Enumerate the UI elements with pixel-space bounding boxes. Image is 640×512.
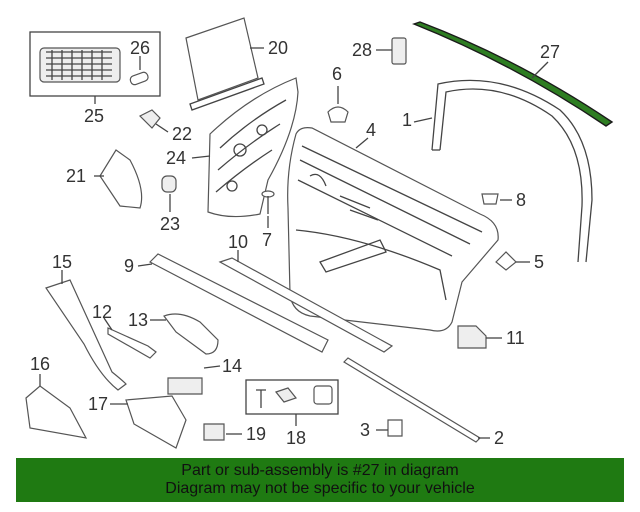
- callout-9: 9: [124, 256, 134, 276]
- callout-6: 6: [332, 64, 342, 84]
- callout-2: 2: [494, 428, 504, 448]
- info-banner: Part or sub-assembly is #27 in diagram D…: [16, 458, 624, 502]
- callout-3: 3: [360, 420, 370, 440]
- banner-line-1: Part or sub-assembly is #27 in diagram: [181, 462, 459, 479]
- callout-15: 15: [52, 252, 72, 272]
- callout-26: 26: [130, 38, 150, 58]
- part-19-switch[interactable]: [203, 423, 225, 441]
- part-27-seal-strip[interactable]: [411, 21, 614, 127]
- part-1-frame-seal[interactable]: [431, 79, 593, 263]
- callout-27: 27: [540, 42, 560, 62]
- part-16-cover[interactable]: [25, 385, 88, 439]
- part-8-clip[interactable]: [481, 193, 499, 205]
- callout-22: 22: [172, 124, 192, 144]
- part-10-trim-strip[interactable]: [218, 257, 394, 353]
- parts-diagram: 1 2 3 4 5 6 7 8 9 10 11 12 13 14 15 16 1…: [25, 17, 614, 449]
- callout-7: 7: [262, 230, 272, 250]
- callout-19: 19: [246, 424, 266, 444]
- part-4-door-panel[interactable]: [287, 127, 499, 332]
- callout-1: 1: [402, 110, 412, 130]
- part-20-sunshade[interactable]: [185, 17, 265, 111]
- callout-5: 5: [534, 252, 544, 272]
- part-7-screw[interactable]: [261, 190, 275, 214]
- part-15-pillar-trim[interactable]: [45, 279, 127, 391]
- callout-13: 13: [128, 310, 148, 330]
- callout-11: 11: [506, 328, 525, 348]
- part-21-speaker-cover[interactable]: [99, 149, 143, 209]
- part-5-clip[interactable]: [495, 251, 517, 271]
- callout-17: 17: [88, 394, 108, 414]
- part-3-clip[interactable]: [387, 419, 403, 437]
- part-14-switch[interactable]: [167, 377, 203, 395]
- part-18-fastener-kit[interactable]: [245, 379, 339, 415]
- callout-25: 25: [84, 106, 104, 126]
- part-12-strip[interactable]: [107, 327, 157, 359]
- callout-10: 10: [228, 232, 248, 252]
- callout-20: 20: [268, 38, 288, 58]
- part-23-cap[interactable]: [161, 175, 177, 193]
- callout-4: 4: [366, 120, 376, 140]
- part-13-handle-bezel[interactable]: [163, 313, 219, 355]
- callout-16: 16: [30, 354, 50, 374]
- part-17-switch-panel[interactable]: [125, 395, 187, 449]
- part-9-trim-strip[interactable]: [148, 253, 329, 353]
- banner-line-2: Diagram may not be specific to your vehi…: [165, 480, 475, 497]
- part-22-clip[interactable]: [138, 109, 161, 129]
- callout-23: 23: [160, 214, 180, 234]
- part-24-door-carrier[interactable]: [207, 77, 299, 218]
- callout-14: 14: [222, 356, 242, 376]
- part-28-clip[interactable]: [391, 37, 407, 65]
- callout-18: 18: [286, 428, 306, 448]
- callout-24: 24: [166, 148, 186, 168]
- callout-28: 28: [352, 40, 372, 60]
- part-6-clip[interactable]: [327, 106, 349, 123]
- callout-8: 8: [516, 190, 526, 210]
- part-11-bracket[interactable]: [457, 325, 487, 349]
- callout-12: 12: [92, 302, 112, 322]
- callout-21: 21: [66, 166, 86, 186]
